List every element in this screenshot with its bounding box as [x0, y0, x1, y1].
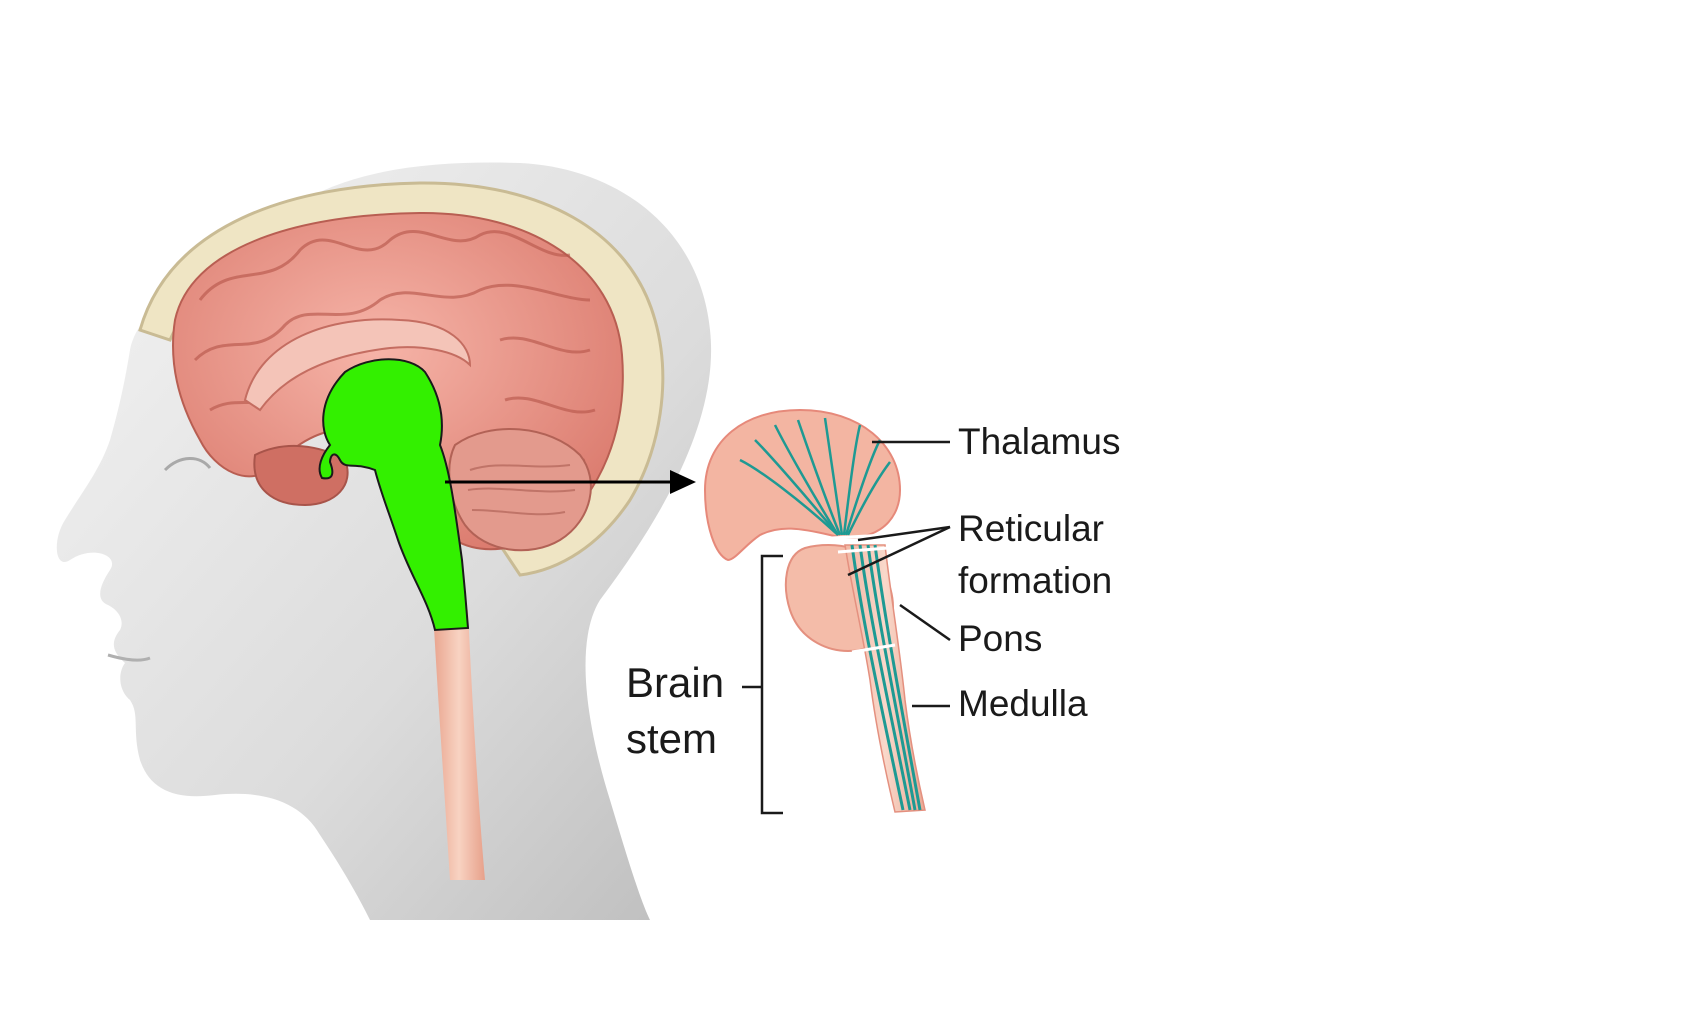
- reticular-leader-2: [847, 525, 951, 577]
- thalamus-shape: [703, 408, 902, 562]
- cerebellum-folia: [467, 464, 576, 516]
- label-reticular-line1: Reticular: [958, 508, 1104, 549]
- reticular-leader-1: [857, 525, 951, 542]
- stem-fibers: [850, 544, 922, 811]
- label-medulla: Medulla: [958, 683, 1088, 724]
- label-brainstem-line1: Brain: [626, 659, 725, 706]
- thalamus-fibers: [739, 417, 891, 536]
- label-brainstem-line2: stem: [626, 715, 718, 762]
- label-reticular-line2: formation: [958, 560, 1113, 601]
- lips-hint: [107, 653, 151, 662]
- reticular-band-1: [831, 533, 886, 540]
- brainstem-bracket: [760, 554, 783, 815]
- medulla-shape: [844, 544, 926, 813]
- label-thalamus: Thalamus: [958, 421, 1121, 462]
- label-pons: Pons: [958, 618, 1043, 659]
- leader-lines: [742, 440, 951, 815]
- eye-hint: [163, 457, 212, 472]
- brainstem-highlight: [318, 358, 470, 632]
- pointer-arrow-head: [670, 470, 696, 494]
- pons-leader: [899, 603, 951, 642]
- spinal-cord: [433, 610, 485, 880]
- pons-boundary: [851, 643, 896, 654]
- corpus-callosum: [243, 318, 472, 412]
- reticular-band-2: [837, 546, 889, 554]
